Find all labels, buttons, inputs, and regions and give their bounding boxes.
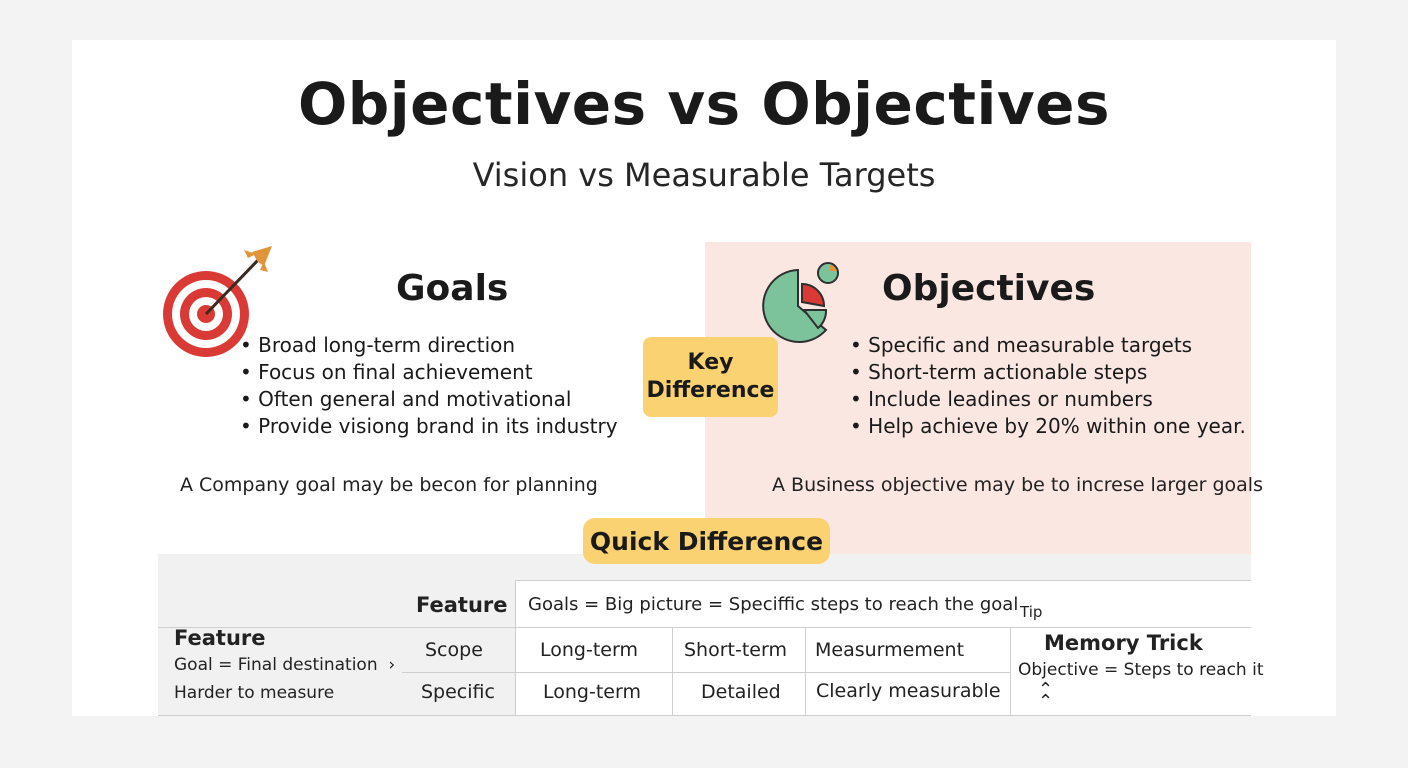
goals-bullet: Often general and motivational [240, 386, 618, 413]
pie-chart-icon [760, 262, 846, 344]
table-cell: Clearly measurable [816, 680, 1001, 702]
left-feature-line1-text: Goal = Final destination [174, 655, 378, 675]
table-divider [515, 580, 1251, 581]
target-icon [160, 240, 280, 362]
objectives-bullet: Specific and measurable targets [850, 332, 1246, 359]
goals-heading: Goals [396, 268, 509, 309]
tip-label: Tip [1020, 603, 1043, 621]
table-header-feature: Feature [416, 593, 508, 617]
goals-bullet: Broad long-term direction [240, 332, 618, 359]
left-feature-line1: Goal = Final destination › [174, 655, 395, 675]
table-divider [158, 627, 1251, 628]
objectives-note: A Business objective may be to increse l… [772, 474, 1263, 496]
table-divider [1010, 627, 1011, 716]
table-cell: Long-term [540, 639, 638, 661]
key-difference-badge: Key Difference [643, 337, 778, 417]
comparison-table [515, 580, 1251, 716]
goals-bullet: Provide visiong brand in its industry [240, 413, 617, 440]
table-divider [805, 627, 806, 716]
table-divider [158, 715, 1251, 716]
table-header-summary: Goals = Big picture = Speciffic steps to… [528, 594, 1019, 615]
table-cell: Detailed [701, 681, 781, 703]
row-label-scope: Scope [425, 639, 483, 661]
memory-trick-title: Memory Trick [1044, 631, 1203, 655]
objectives-bullet-list: Specific and measurable targets Short-te… [850, 332, 1246, 440]
key-difference-line1: Key [687, 350, 734, 375]
key-difference-line2: Difference [646, 378, 775, 403]
objectives-bullet: Short-term actionable steps [850, 359, 1246, 386]
chevron-right-icon: › [383, 655, 396, 675]
objectives-bullet: Include leadines or numbers [850, 386, 1246, 413]
objectives-bullet: Help achieve by 20% within one year. [850, 413, 1246, 440]
infographic-card: Objectives vs Objectives Vision vs Measu… [72, 40, 1336, 716]
double-chevron-up-icon: ⌃⌃ [1038, 679, 1054, 712]
table-cell: Long-term [543, 681, 641, 703]
goals-bullet: Focus on final achievement [240, 359, 618, 386]
left-feature-line2: Harder to measure [174, 683, 335, 703]
table-cell: Short-term [684, 639, 787, 661]
page-title: Objectives vs Objectives [297, 70, 1111, 138]
table-divider [515, 580, 516, 716]
goals-bullet-list: Broad long-term direction Focus on final… [240, 332, 618, 440]
left-feature-label: Feature [174, 626, 266, 650]
table-cell: Measurmement [815, 639, 965, 661]
memory-trick-text: Objective = Steps to reach it [1018, 660, 1264, 680]
goals-note: A Company goal may be becon for planning [180, 474, 598, 496]
row-label-specific: Specific [421, 681, 495, 703]
table-divider [402, 672, 1011, 673]
table-divider [672, 627, 673, 716]
page-subtitle: Vision vs Measurable Targets [472, 156, 936, 194]
objectives-heading: Objectives [882, 268, 1096, 309]
quick-difference-badge: Quick Difference [583, 518, 830, 564]
